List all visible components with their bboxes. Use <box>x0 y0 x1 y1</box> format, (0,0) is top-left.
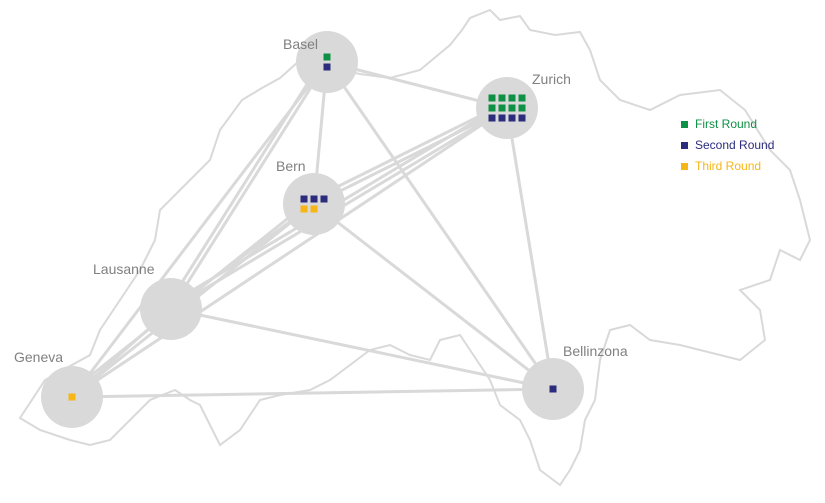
first-round-square <box>508 104 516 112</box>
first-round-square <box>488 94 496 102</box>
node-geneva[interactable]: Geneva <box>14 349 103 428</box>
first-round-square <box>323 53 331 61</box>
legend-swatch-second <box>681 142 688 149</box>
node-label: Basel <box>283 36 318 52</box>
node-bern[interactable]: Bern <box>276 158 345 235</box>
edge-lausanne-bellinzona <box>170 307 554 391</box>
node-label: Lausanne <box>93 261 155 277</box>
node-bellinzona[interactable]: Bellinzona <box>522 343 628 420</box>
node-circle <box>140 278 202 340</box>
node-circle <box>476 77 538 139</box>
second-round-square <box>488 114 496 122</box>
node-label: Geneva <box>14 349 63 365</box>
edge-zurich-bern <box>311 102 506 201</box>
legend-swatch-third <box>681 163 688 170</box>
node-zurich[interactable]: Zurich <box>476 71 571 139</box>
node-label: Zurich <box>532 71 571 87</box>
legend-label-third: Third Round <box>695 159 761 173</box>
edge-basel-geneva <box>70 61 329 398</box>
edge-zurich-bellinzona <box>505 107 555 390</box>
second-round-square <box>310 195 318 203</box>
edge-zurich-geneva <box>71 106 508 399</box>
first-round-square <box>508 94 516 102</box>
second-round-square <box>549 385 557 393</box>
first-round-square <box>518 104 526 112</box>
node-circle <box>296 31 358 93</box>
third-round-square <box>68 393 76 401</box>
legend-label-second: Second Round <box>695 138 774 152</box>
second-round-square <box>300 195 308 203</box>
second-round-square <box>518 114 526 122</box>
node-label: Bern <box>276 158 306 174</box>
legend-label-first: First Round <box>695 117 757 131</box>
edge-geneva-bellinzona <box>71 387 554 399</box>
first-round-square <box>518 94 526 102</box>
country-outline <box>18 8 812 487</box>
second-round-square <box>508 114 516 122</box>
node-circle <box>283 173 345 235</box>
third-round-square <box>300 205 308 213</box>
first-round-square <box>498 94 506 102</box>
second-round-square <box>323 63 331 71</box>
edge-bern-bellinzona <box>313 202 554 391</box>
node-basel[interactable]: Basel <box>283 31 358 93</box>
first-round-square <box>488 104 496 112</box>
third-round-square <box>310 205 318 213</box>
second-round-square <box>320 195 328 203</box>
node-lausanne[interactable]: Lausanne <box>93 261 202 340</box>
node-label: Bellinzona <box>563 343 628 359</box>
edge-basel-lausanne <box>169 61 329 310</box>
first-round-square <box>498 104 506 112</box>
legend-swatch-first <box>681 121 688 128</box>
edge-basel-bellinzona <box>325 61 555 390</box>
second-round-square <box>498 114 506 122</box>
edge-zurich-bern <box>313 106 508 206</box>
